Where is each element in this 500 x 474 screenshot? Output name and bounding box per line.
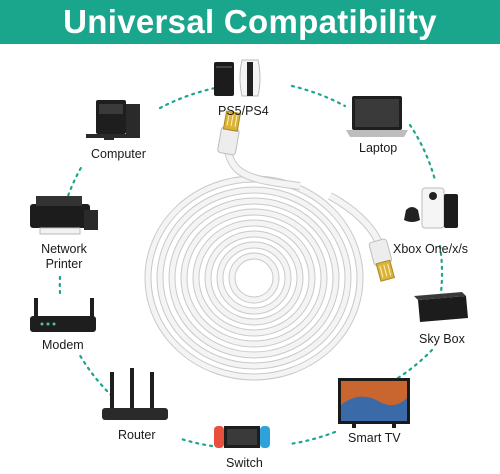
playstation-icon [214, 59, 261, 97]
tv-icon [338, 378, 410, 428]
ethernet-cable-icon [144, 110, 396, 381]
laptop-icon [346, 96, 408, 137]
device-label-printer: Printer [45, 257, 83, 271]
sky-box-icon [414, 292, 468, 322]
device-label-computer: Computer [91, 147, 146, 161]
device-label-network-printer: Network Printer [29, 242, 99, 272]
modem-icon [30, 298, 96, 332]
router-icon [102, 368, 168, 420]
device-label-xbox: Xbox One/x/s [393, 242, 469, 256]
device-label-switch: Switch [226, 456, 263, 470]
xbox-icon [404, 187, 458, 229]
nintendo-switch-icon [214, 426, 270, 448]
desktop-computer-icon [86, 100, 140, 140]
printer-icon [30, 196, 98, 235]
device-label-smart-tv: Smart TV [348, 431, 401, 445]
device-label-router: Router [118, 428, 156, 442]
header-banner: Universal Compatibility [0, 0, 500, 44]
page-title: Universal Compatibility [63, 3, 437, 40]
device-label-modem: Modem [42, 338, 84, 352]
device-label-network: Network [41, 242, 87, 256]
device-label-ps5-ps4: PS5/PS4 [218, 104, 269, 118]
device-label-laptop: Laptop [359, 141, 398, 155]
device-label-sky-box: Sky Box [419, 332, 465, 346]
